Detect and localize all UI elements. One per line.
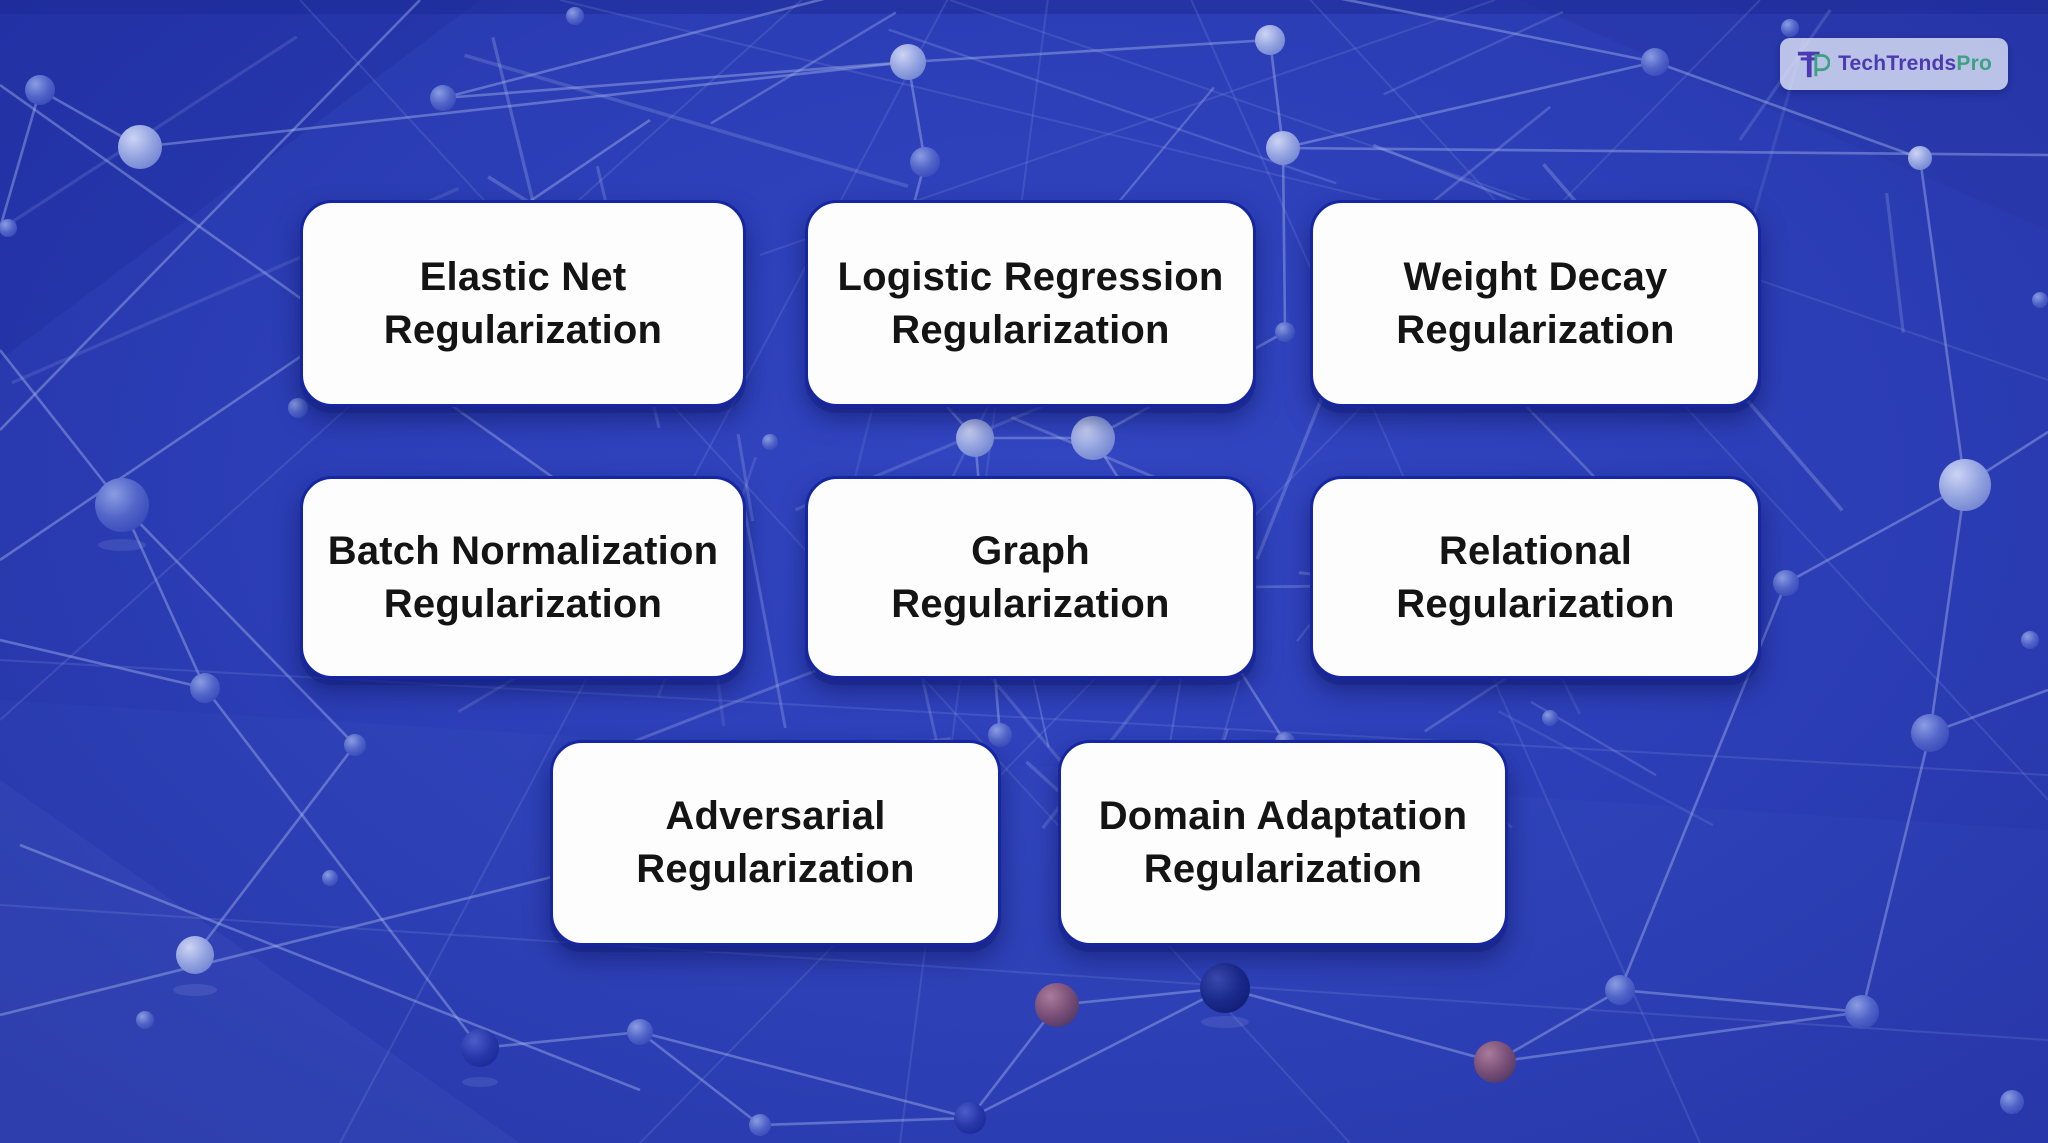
card-relational: Relational Regularization <box>1310 476 1761 679</box>
logo-badge: TechTrendsPro <box>1780 38 2008 90</box>
logo-text-primary: TechTrends <box>1838 52 1957 75</box>
card-adversarial: Adversarial Regularization <box>550 740 1001 946</box>
card-label: Domain Adaptation Regularization <box>1098 794 1468 891</box>
card-weight-decay: Weight Decay Regularization <box>1310 200 1761 407</box>
card-logistic-regression: Logistic Regression Regularization <box>805 200 1256 407</box>
card-elastic-net: Elastic Net Regularization <box>300 200 746 407</box>
techtrendspro-logo-icon <box>1797 51 1831 78</box>
card-label: Logistic Regression Regularization <box>837 254 1224 352</box>
card-batch-normalization: Batch Normalization Regularization <box>300 476 746 679</box>
card-label: Batch Normalization Regularization <box>327 528 719 626</box>
card-graph: Graph Regularization <box>805 476 1256 679</box>
card-domain-adaptation: Domain Adaptation Regularization <box>1058 740 1508 946</box>
logo-text-suffix: Pro <box>1956 52 1992 75</box>
card-label: Adversarial Regularization <box>636 794 915 891</box>
card-label: Relational Regularization <box>1396 528 1675 626</box>
card-label: Graph Regularization <box>891 528 1170 626</box>
card-label: Weight Decay Regularization <box>1396 254 1675 352</box>
card-label: Elastic Net Regularization <box>383 254 663 352</box>
